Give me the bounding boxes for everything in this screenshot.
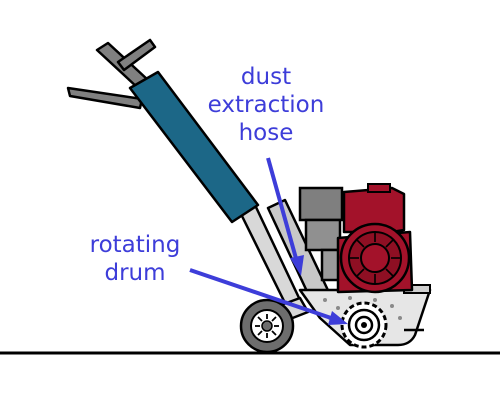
drum-pointer [189, 268, 348, 325]
rotating-drum-label-line2: drum [104, 260, 165, 286]
dust-extraction-hose-label-line2: extraction [208, 92, 325, 118]
dust-hose-pointer [266, 157, 304, 276]
rear-wheel [239, 298, 295, 354]
handle-bar [66, 38, 157, 110]
dust-extraction-hose-label-line3: hose [239, 120, 294, 146]
rotating-drum-label-line1: rotating [90, 232, 181, 258]
dust-extraction-hose-label-line1: dust [241, 64, 291, 90]
engine [298, 183, 414, 294]
rotating-drum [340, 301, 388, 349]
